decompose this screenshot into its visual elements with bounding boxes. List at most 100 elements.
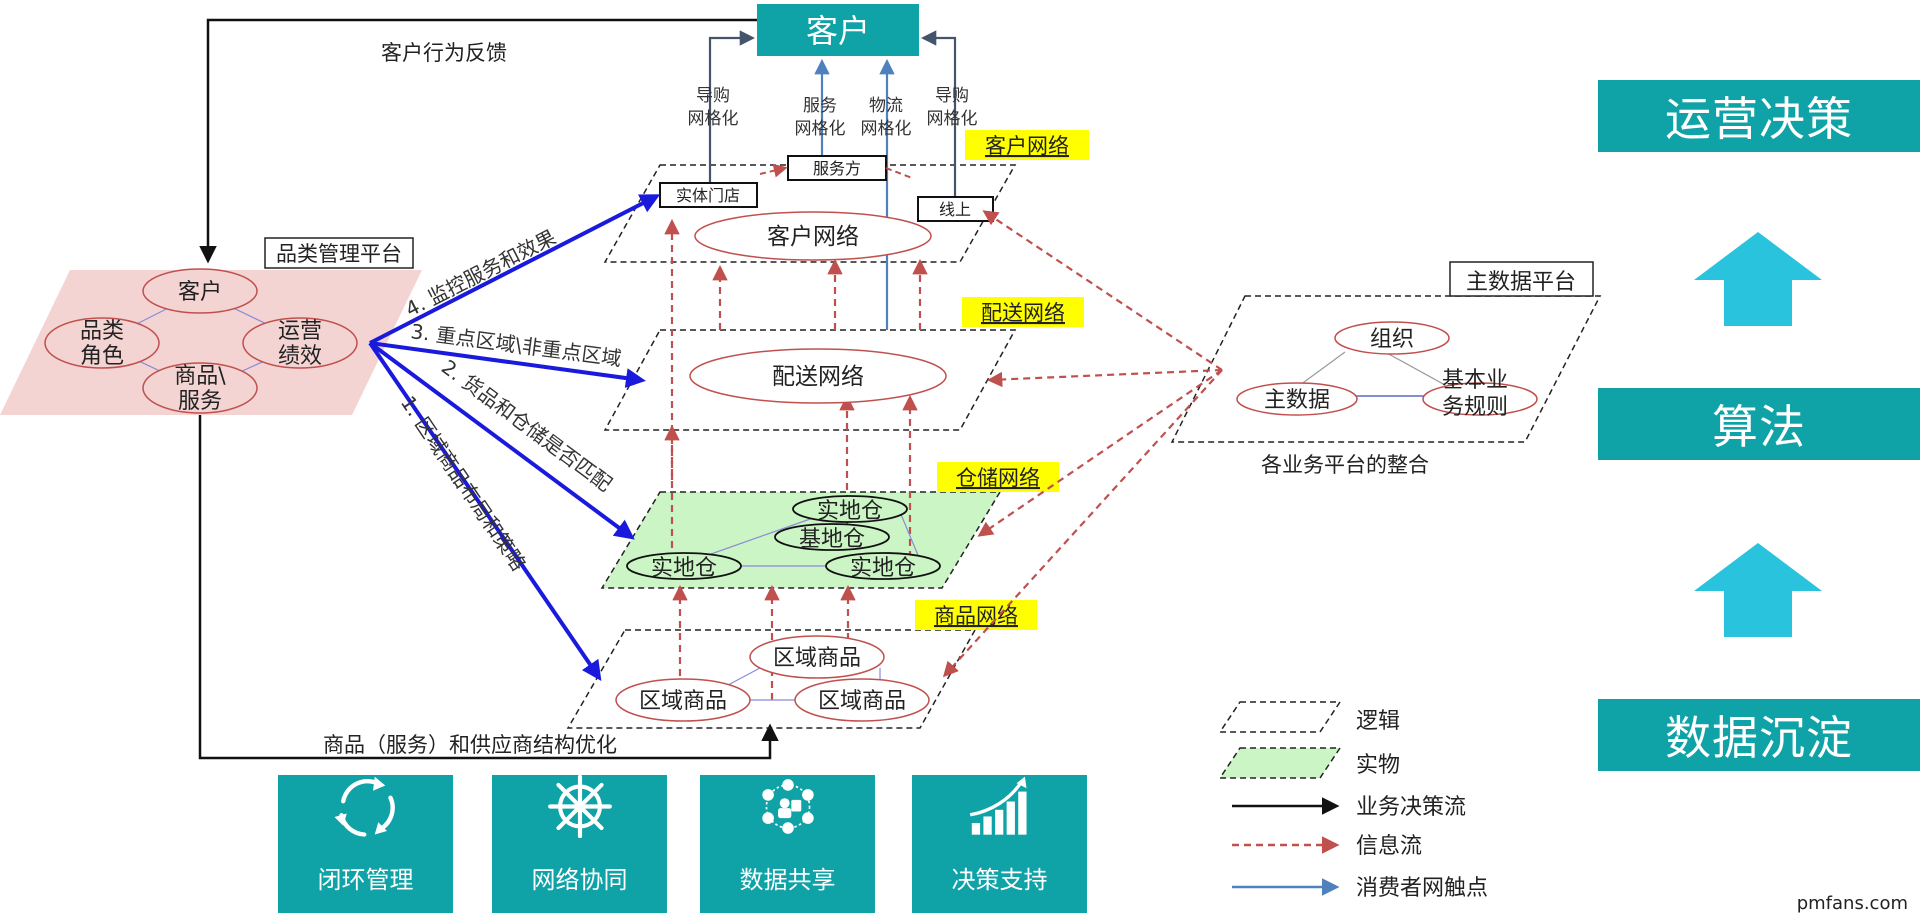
delivery-network-content: 配送网络 配送网络 xyxy=(689,297,1084,404)
platform-node-role xyxy=(44,317,160,369)
legend-info-label: 信息流 xyxy=(1356,834,1422,859)
svg-text:组织: 组织 xyxy=(1370,327,1414,352)
legend: 逻辑 实物 业务决策流 信息流 消费者网触点 xyxy=(1218,701,1488,901)
svg-text:网格化: 网格化 xyxy=(795,119,846,139)
guide-right-arrow xyxy=(920,30,957,197)
cycle-icon xyxy=(334,776,395,837)
structure-optimization-flow: 商品（服务）和供应商结构优化 xyxy=(198,412,779,760)
tag-customer-network xyxy=(965,130,1089,160)
tile-closed-loop-label: 闭环管理 xyxy=(317,866,414,894)
legend-decision-label: 业务决策流 xyxy=(1356,795,1466,820)
service-provider-box xyxy=(787,155,887,181)
tile-closed-loop: 闭环管理 xyxy=(278,775,453,913)
category-platform: 品类管理平台 客户 品类 角色 运营 绩效 商品\ 服务 xyxy=(0,237,422,415)
structure-optimization-label: 商品（服务）和供应商结构优化 xyxy=(323,733,617,757)
info-flow-vertical xyxy=(664,218,928,700)
tile-decision-support: 决策支持 xyxy=(912,775,1087,913)
channel-labels: 导购 网格化 服务 网格化 物流 网格化 导购 网格化 xyxy=(688,86,978,139)
legend-physical-label: 实物 xyxy=(1356,753,1400,778)
svg-text:网格化: 网格化 xyxy=(861,119,912,139)
data-accumulation-label: 数据沉淀 xyxy=(1665,711,1853,765)
tag-goods-network xyxy=(915,600,1037,630)
platform-node-goods-service xyxy=(142,362,258,414)
customer-box-label: 客户 xyxy=(806,12,870,50)
legend-touchpoint-label: 消费者网触点 xyxy=(1356,876,1488,901)
svg-text:网格化: 网格化 xyxy=(927,109,978,129)
svg-text:线上: 线上 xyxy=(939,200,971,219)
svg-text:客户网络: 客户网络 xyxy=(985,134,1069,158)
customer-network-content: 服务方 实体门店 线上 客户网络 客户网络 xyxy=(659,130,1089,261)
warehouse-network-content: 实地仓 基地仓 实地仓 实地仓 仓储网络 xyxy=(626,462,1059,581)
warehouse-node-top xyxy=(792,495,908,523)
layer-delivery-network xyxy=(603,329,1017,431)
info-flow-from-master xyxy=(942,210,1223,678)
physical-store-box xyxy=(659,182,758,208)
growth-chart-icon xyxy=(969,776,1027,835)
warehouse-node-left xyxy=(626,552,742,580)
tag-warehouse-network xyxy=(937,462,1059,492)
feedback-loop: 客户行为反馈 xyxy=(199,18,757,264)
svg-text:导购: 导购 xyxy=(935,86,969,106)
tag-delivery-network xyxy=(962,297,1084,327)
algorithm-label: 算法 xyxy=(1712,400,1806,454)
svg-text:品类: 品类 xyxy=(80,319,124,344)
goods-network-content: 区域商品 区域商品 区域商品 商品网络 xyxy=(615,600,1037,722)
svg-text:实地仓: 实地仓 xyxy=(651,556,717,581)
up-arrow-icon xyxy=(1694,232,1822,326)
up-arrow-icon xyxy=(1694,543,1822,637)
master-data-caption: 各业务平台的整合 xyxy=(1261,453,1429,477)
warehouse-node-base xyxy=(774,523,890,551)
svg-text:实体门店: 实体门店 xyxy=(676,186,740,205)
category-platform-title: 品类管理平台 xyxy=(276,242,402,266)
process-step-4: 4. 监控服务和效果 xyxy=(401,225,559,321)
svg-text:服务: 服务 xyxy=(178,389,222,414)
svg-text:务规则: 务规则 xyxy=(1442,395,1508,420)
svg-text:基地仓: 基地仓 xyxy=(799,527,865,552)
tile-decision-support-label: 决策支持 xyxy=(951,866,1048,894)
svg-text:配送网络: 配送网络 xyxy=(981,301,1065,325)
legend-logic-label: 逻辑 xyxy=(1356,709,1400,734)
master-data-title: 主数据平台 xyxy=(1466,270,1576,295)
online-box xyxy=(917,196,994,222)
customer-box: 客户 xyxy=(757,4,919,56)
helm-icon xyxy=(547,775,612,838)
svg-text:基本业: 基本业 xyxy=(1442,368,1508,393)
tile-data-sharing: 数据共享 xyxy=(700,775,875,913)
master-node-rules xyxy=(1422,382,1538,416)
svg-text:绩效: 绩效 xyxy=(278,344,322,369)
data-accumulation-box: 数据沉淀 xyxy=(1598,699,1920,771)
svg-text:客户网络: 客户网络 xyxy=(767,224,859,250)
svg-text:区域商品: 区域商品 xyxy=(818,689,906,714)
svg-text:运营: 运营 xyxy=(278,319,322,344)
svg-text:服务: 服务 xyxy=(803,96,837,116)
tile-data-sharing-label: 数据共享 xyxy=(739,866,836,894)
warehouse-node-right xyxy=(825,552,941,580)
master-node-data xyxy=(1236,382,1358,416)
svg-text:角色: 角色 xyxy=(80,344,124,369)
algorithm-box: 算法 xyxy=(1598,388,1920,460)
svg-text:配送网络: 配送网络 xyxy=(772,364,864,390)
svg-text:服务方: 服务方 xyxy=(813,159,861,178)
svg-text:区域商品: 区域商品 xyxy=(773,646,861,671)
svg-text:导购: 导购 xyxy=(696,86,730,106)
svg-text:区域商品: 区域商品 xyxy=(639,689,727,714)
data-share-icon xyxy=(761,779,814,834)
master-data-platform: 主数据平台 组织 主数据 基本业 务规则 各业务平台的整合 xyxy=(1170,261,1602,477)
operation-decision-box: 运营决策 xyxy=(1598,80,1920,152)
tile-network-collaboration-label: 网络协同 xyxy=(531,866,628,894)
goods-node-right xyxy=(794,678,930,722)
watermark: pmfans.com xyxy=(1796,893,1908,914)
goods-node-left xyxy=(615,678,751,722)
svg-text:仓储网络: 仓储网络 xyxy=(956,466,1040,490)
tile-network-collaboration: 网络协同 xyxy=(492,775,667,913)
delivery-network-node xyxy=(689,348,947,404)
svg-text:客户: 客户 xyxy=(178,280,222,305)
customer-network-node xyxy=(694,211,932,261)
guide-left-arrow xyxy=(708,30,756,183)
goods-node-top xyxy=(749,635,885,679)
process-arrows xyxy=(368,194,661,681)
svg-text:网格化: 网格化 xyxy=(688,109,739,129)
legend-physical-swatch xyxy=(1218,747,1342,779)
svg-text:实地仓: 实地仓 xyxy=(817,499,883,524)
platform-node-performance xyxy=(242,317,358,369)
